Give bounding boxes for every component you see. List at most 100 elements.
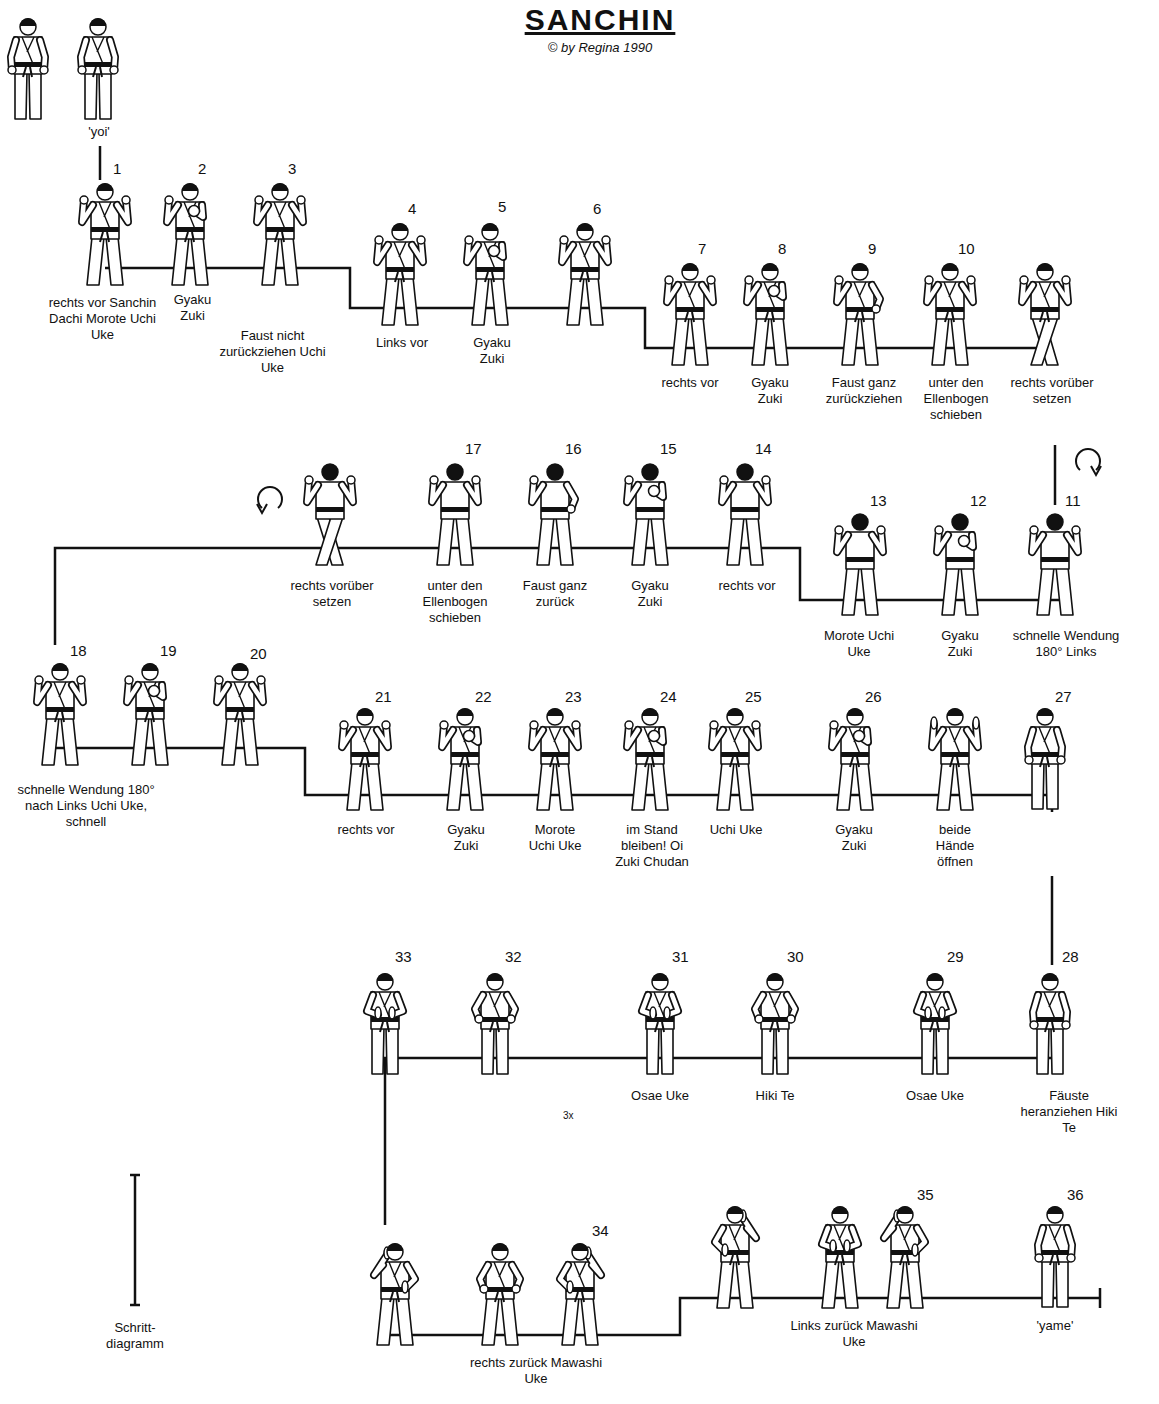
- fist: [560, 236, 568, 244]
- fist: [854, 731, 865, 742]
- lapel: [899, 1225, 911, 1252]
- fist: [787, 1015, 795, 1023]
- karateka-figure: [625, 708, 668, 810]
- head: [1042, 974, 1058, 990]
- lapel: [1044, 992, 1056, 1019]
- step-number: 32: [505, 948, 522, 966]
- fist: [215, 676, 223, 684]
- step-number: 14: [755, 440, 772, 458]
- step-number: 11: [1065, 492, 1081, 510]
- fist: [1072, 526, 1080, 534]
- head: [1047, 1207, 1063, 1223]
- belt-knot: [730, 757, 739, 767]
- karateka-figure: [720, 464, 770, 565]
- trouser-leg: [191, 237, 208, 285]
- trouser-leg: [672, 317, 689, 365]
- belt-knot: [770, 1022, 779, 1032]
- trouser-leg: [1042, 1260, 1054, 1307]
- fist: [649, 731, 660, 742]
- fist: [475, 1015, 483, 1023]
- step-line: [385, 1058, 1052, 1225]
- fist: [625, 476, 633, 484]
- trouser-leg: [651, 517, 668, 565]
- trouser-leg: [1037, 1027, 1049, 1074]
- belt-knot: [850, 757, 859, 767]
- belt: [841, 752, 869, 757]
- karateka-figure: [642, 973, 678, 1074]
- fist: [382, 721, 390, 729]
- open-hand: [844, 1240, 850, 1252]
- open-hand: [722, 1244, 728, 1256]
- karateka-figure: [835, 263, 880, 365]
- belt-knot: [380, 1022, 389, 1032]
- trouser-leg: [482, 1027, 494, 1074]
- head: [142, 664, 158, 680]
- trouser-leg: [1031, 317, 1058, 365]
- trouser-leg: [42, 717, 59, 765]
- fist: [165, 196, 173, 204]
- step-caption: Faust ganz zurückziehen: [818, 375, 910, 407]
- step-number: 36: [1067, 1186, 1084, 1204]
- trouser-leg: [956, 762, 973, 810]
- belt-knot: [93, 67, 102, 77]
- trouser-leg: [906, 1260, 923, 1308]
- step-caption: 'yame': [1023, 1318, 1087, 1334]
- belt-knot: [835, 1255, 844, 1265]
- fist: [440, 721, 448, 729]
- lapel: [729, 1225, 741, 1252]
- hair: [1037, 263, 1053, 271]
- fist: [1030, 526, 1038, 534]
- trouser-leg: [887, 1260, 904, 1308]
- karateka-figure: [215, 663, 265, 765]
- step-lines: [55, 146, 1100, 1335]
- trouser-leg: [437, 517, 454, 565]
- fist: [745, 276, 753, 284]
- head: [927, 974, 943, 990]
- belt: [721, 752, 749, 757]
- belt-knot: [460, 757, 469, 767]
- karateka-figure: [710, 708, 760, 810]
- trouser-leg: [567, 277, 584, 325]
- belt-knot: [950, 757, 959, 767]
- trouser-leg: [87, 237, 104, 285]
- step-caption: rechts vor Sanchin Dachi Morote Uchi Uke: [45, 295, 160, 343]
- trouser-leg: [496, 1027, 508, 1074]
- open-hand: [931, 717, 937, 729]
- belt: [731, 507, 759, 512]
- belt-knot: [855, 312, 864, 322]
- head: [832, 1207, 848, 1223]
- hair: [20, 18, 36, 26]
- belt-knot: [55, 712, 64, 722]
- head: [322, 464, 338, 480]
- trouser-leg: [822, 1260, 839, 1308]
- lapel: [684, 282, 696, 309]
- head: [1037, 264, 1053, 280]
- lapel: [494, 1262, 506, 1289]
- belt: [476, 267, 504, 272]
- step-number: 22: [475, 688, 492, 706]
- trouser-leg: [15, 72, 27, 119]
- step-caption: Osae Uke: [622, 1088, 698, 1104]
- step-caption: Morote Uchi Uke: [822, 628, 896, 660]
- trouser-leg: [861, 567, 878, 615]
- head: [942, 264, 958, 280]
- belt-knot: [360, 757, 369, 767]
- belt: [1041, 557, 1069, 562]
- hair: [1037, 708, 1053, 716]
- step-number: 29: [947, 948, 964, 966]
- kata-title: SANCHIN: [480, 2, 720, 38]
- fist: [1035, 1254, 1043, 1262]
- belt: [636, 752, 664, 757]
- belt: [84, 62, 112, 67]
- step-number: 33: [395, 948, 412, 966]
- trouser-leg: [401, 277, 418, 325]
- step-line: [1051, 876, 1054, 965]
- trouser-leg: [281, 237, 298, 285]
- karateka-figure: [375, 223, 425, 325]
- fist: [375, 236, 383, 244]
- step-caption: Gyaku Zuki: [160, 292, 225, 324]
- step-caption: rechts zurück Mawashi Uke: [466, 1355, 606, 1387]
- fist: [625, 721, 633, 729]
- open-hand: [925, 1007, 931, 1019]
- fist: [512, 1285, 520, 1293]
